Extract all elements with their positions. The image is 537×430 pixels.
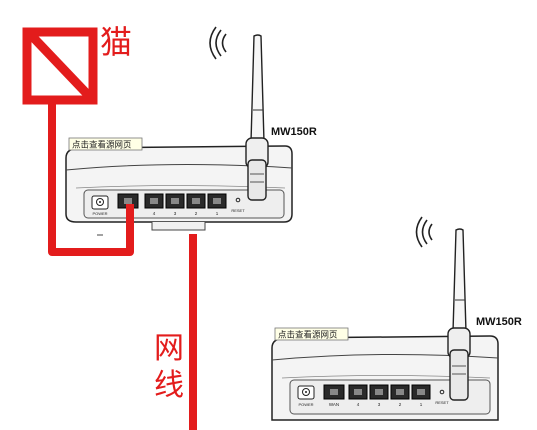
router-model-label: MW150R [476,316,522,328]
port-number: 4 [153,211,156,216]
ethernet-port-icon [117,193,227,209]
power-jack-icon [297,385,315,400]
wifi-signal-icon [415,216,433,248]
router-bottom: WAN 4 3 2 1 POWER RESET MW150R 点击查看源网页 [271,216,522,421]
tooltip-text: 点击查看源网页 [278,330,338,341]
tooltip-text: 点击查看源网页 [72,140,132,151]
port-number: 1 [420,402,423,407]
tooltip[interactable]: 点击查看源网页 [68,137,143,151]
power-label: POWER [92,211,107,216]
reset-button-icon [235,197,241,203]
modem-cable [48,98,134,256]
port-number: 1 [216,211,219,216]
tooltip[interactable]: 点击查看源网页 [274,327,349,341]
reset-label: RESET [435,400,449,405]
port-number: 2 [195,211,198,216]
cable-label: 线 [154,368,184,403]
router-model-label: MW150R [271,126,317,138]
port-number: 3 [378,402,381,407]
wan-label: WAN [329,402,339,407]
reset-label: RESET [231,208,245,213]
reset-button-icon [439,389,445,395]
port-number: 3 [174,211,177,216]
cable-label: 网 [154,331,184,366]
antenna-icon [447,228,471,401]
power-label: POWER [298,402,313,407]
power-jack-icon [91,195,109,210]
modem-symbol [22,27,98,105]
wifi-signal-icon [209,26,227,60]
router-top: 4 3 2 1 POWER RESET MW150R 点击查看源网页 [65,26,317,236]
modem-label: 猫 [100,23,132,61]
antenna-icon [245,34,269,201]
port-number: 2 [399,402,402,407]
port-number: 4 [357,402,360,407]
ethernet-port-icon [323,384,431,400]
